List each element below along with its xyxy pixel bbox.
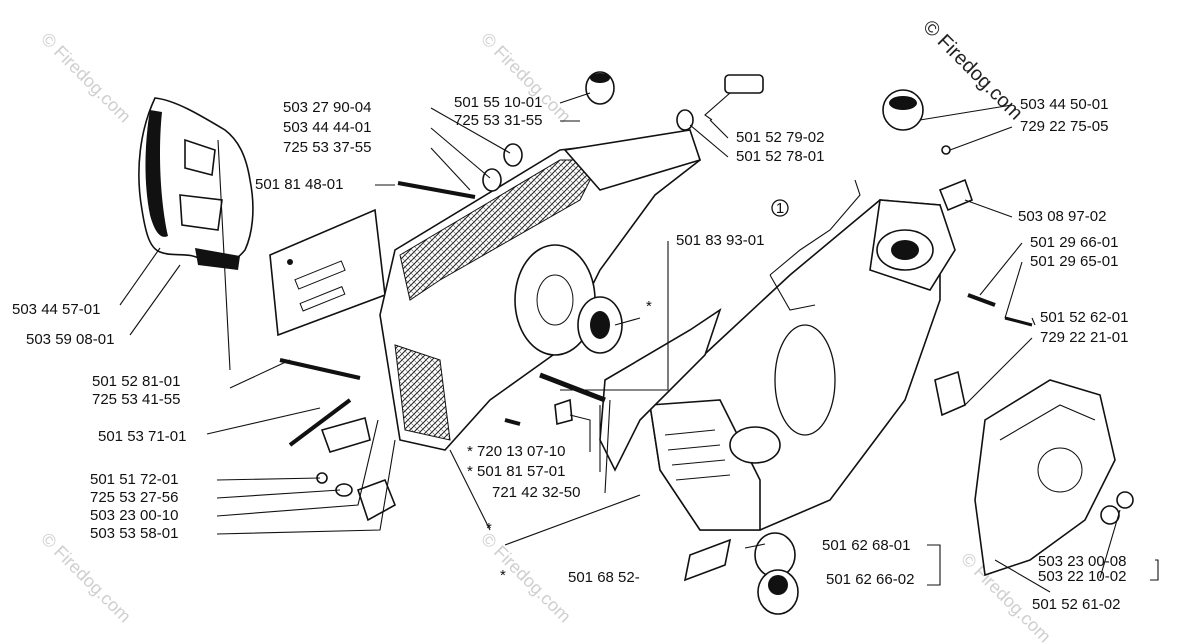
part-label: 729 22 75-05 xyxy=(1020,118,1108,135)
crankcase-left-part xyxy=(379,129,702,451)
part-label: 503 44 57-01 xyxy=(12,301,100,318)
part-label: 725 53 37-55 xyxy=(283,139,371,156)
part-label: 501 52 81-01 xyxy=(92,373,180,390)
part-label: 501 55 10-01 xyxy=(454,94,542,111)
side-cover-part xyxy=(138,97,254,270)
asterisk-marker: * xyxy=(646,298,652,315)
part-label: 501 53 71-01 xyxy=(98,428,186,445)
carb-gasket-part xyxy=(769,179,861,311)
faint-watermark: © Firedog.com xyxy=(37,29,135,127)
part-label: 501 62 68-01 xyxy=(822,537,910,554)
small-parts xyxy=(279,71,1134,615)
part-label: 725 53 31-55 xyxy=(454,112,542,129)
part-label: * 501 81 57-01 xyxy=(467,463,565,480)
part-label: 501 68 52- xyxy=(568,569,640,586)
part-label: 501 83 93-01 xyxy=(676,232,764,249)
faint-watermark: © Firedog.com xyxy=(477,529,575,627)
part-label: 725 53 41-55 xyxy=(92,391,180,408)
callout-marker: 1 xyxy=(771,199,789,217)
part-label: 503 23 00-08 xyxy=(1038,553,1126,570)
part-label: 501 81 48-01 xyxy=(255,176,343,193)
part-label: 503 44 44-01 xyxy=(283,119,371,136)
part-label: 503 08 97-02 xyxy=(1018,208,1106,225)
part-label: 725 53 27-56 xyxy=(90,489,178,506)
faint-watermark: © Firedog.com xyxy=(37,529,135,627)
part-label: 501 52 79-02 xyxy=(736,129,824,146)
part-label: 721 42 32-50 xyxy=(492,484,580,501)
part-label: 501 29 66-01 xyxy=(1030,234,1118,251)
part-label: 501 62 66-02 xyxy=(826,571,914,588)
part-label: * 720 13 07-10 xyxy=(467,443,565,460)
crankcase-right-part xyxy=(649,199,956,531)
part-labels: 503 27 90-04 503 44 44-01 725 53 37-55 5… xyxy=(12,94,1128,613)
part-label: 501 29 65-01 xyxy=(1030,253,1118,270)
guide-plate-part xyxy=(269,208,386,337)
asterisk-marker: * xyxy=(486,520,492,537)
starter-housing-part xyxy=(974,379,1116,577)
part-label: 501 52 62-01 xyxy=(1040,309,1128,326)
part-label: 503 53 58-01 xyxy=(90,525,178,542)
part-label: 503 22 10-02 xyxy=(1038,568,1126,585)
part-label: 503 44 50-01 xyxy=(1020,96,1108,113)
part-label: 503 23 00-10 xyxy=(90,507,178,524)
callout-number: 1 xyxy=(776,200,784,217)
part-label: 501 52 78-01 xyxy=(736,148,824,165)
watermark-main: © Firedog.com xyxy=(918,16,1027,125)
part-label: 501 51 72-01 xyxy=(90,471,178,488)
part-label: 503 59 08-01 xyxy=(26,331,114,348)
leader-lines xyxy=(119,92,1159,593)
part-label: 501 52 61-02 xyxy=(1032,596,1120,613)
part-label: 729 22 21-01 xyxy=(1040,329,1128,346)
part-label: 503 27 90-04 xyxy=(283,99,371,116)
asterisk-marker: * xyxy=(500,567,506,584)
